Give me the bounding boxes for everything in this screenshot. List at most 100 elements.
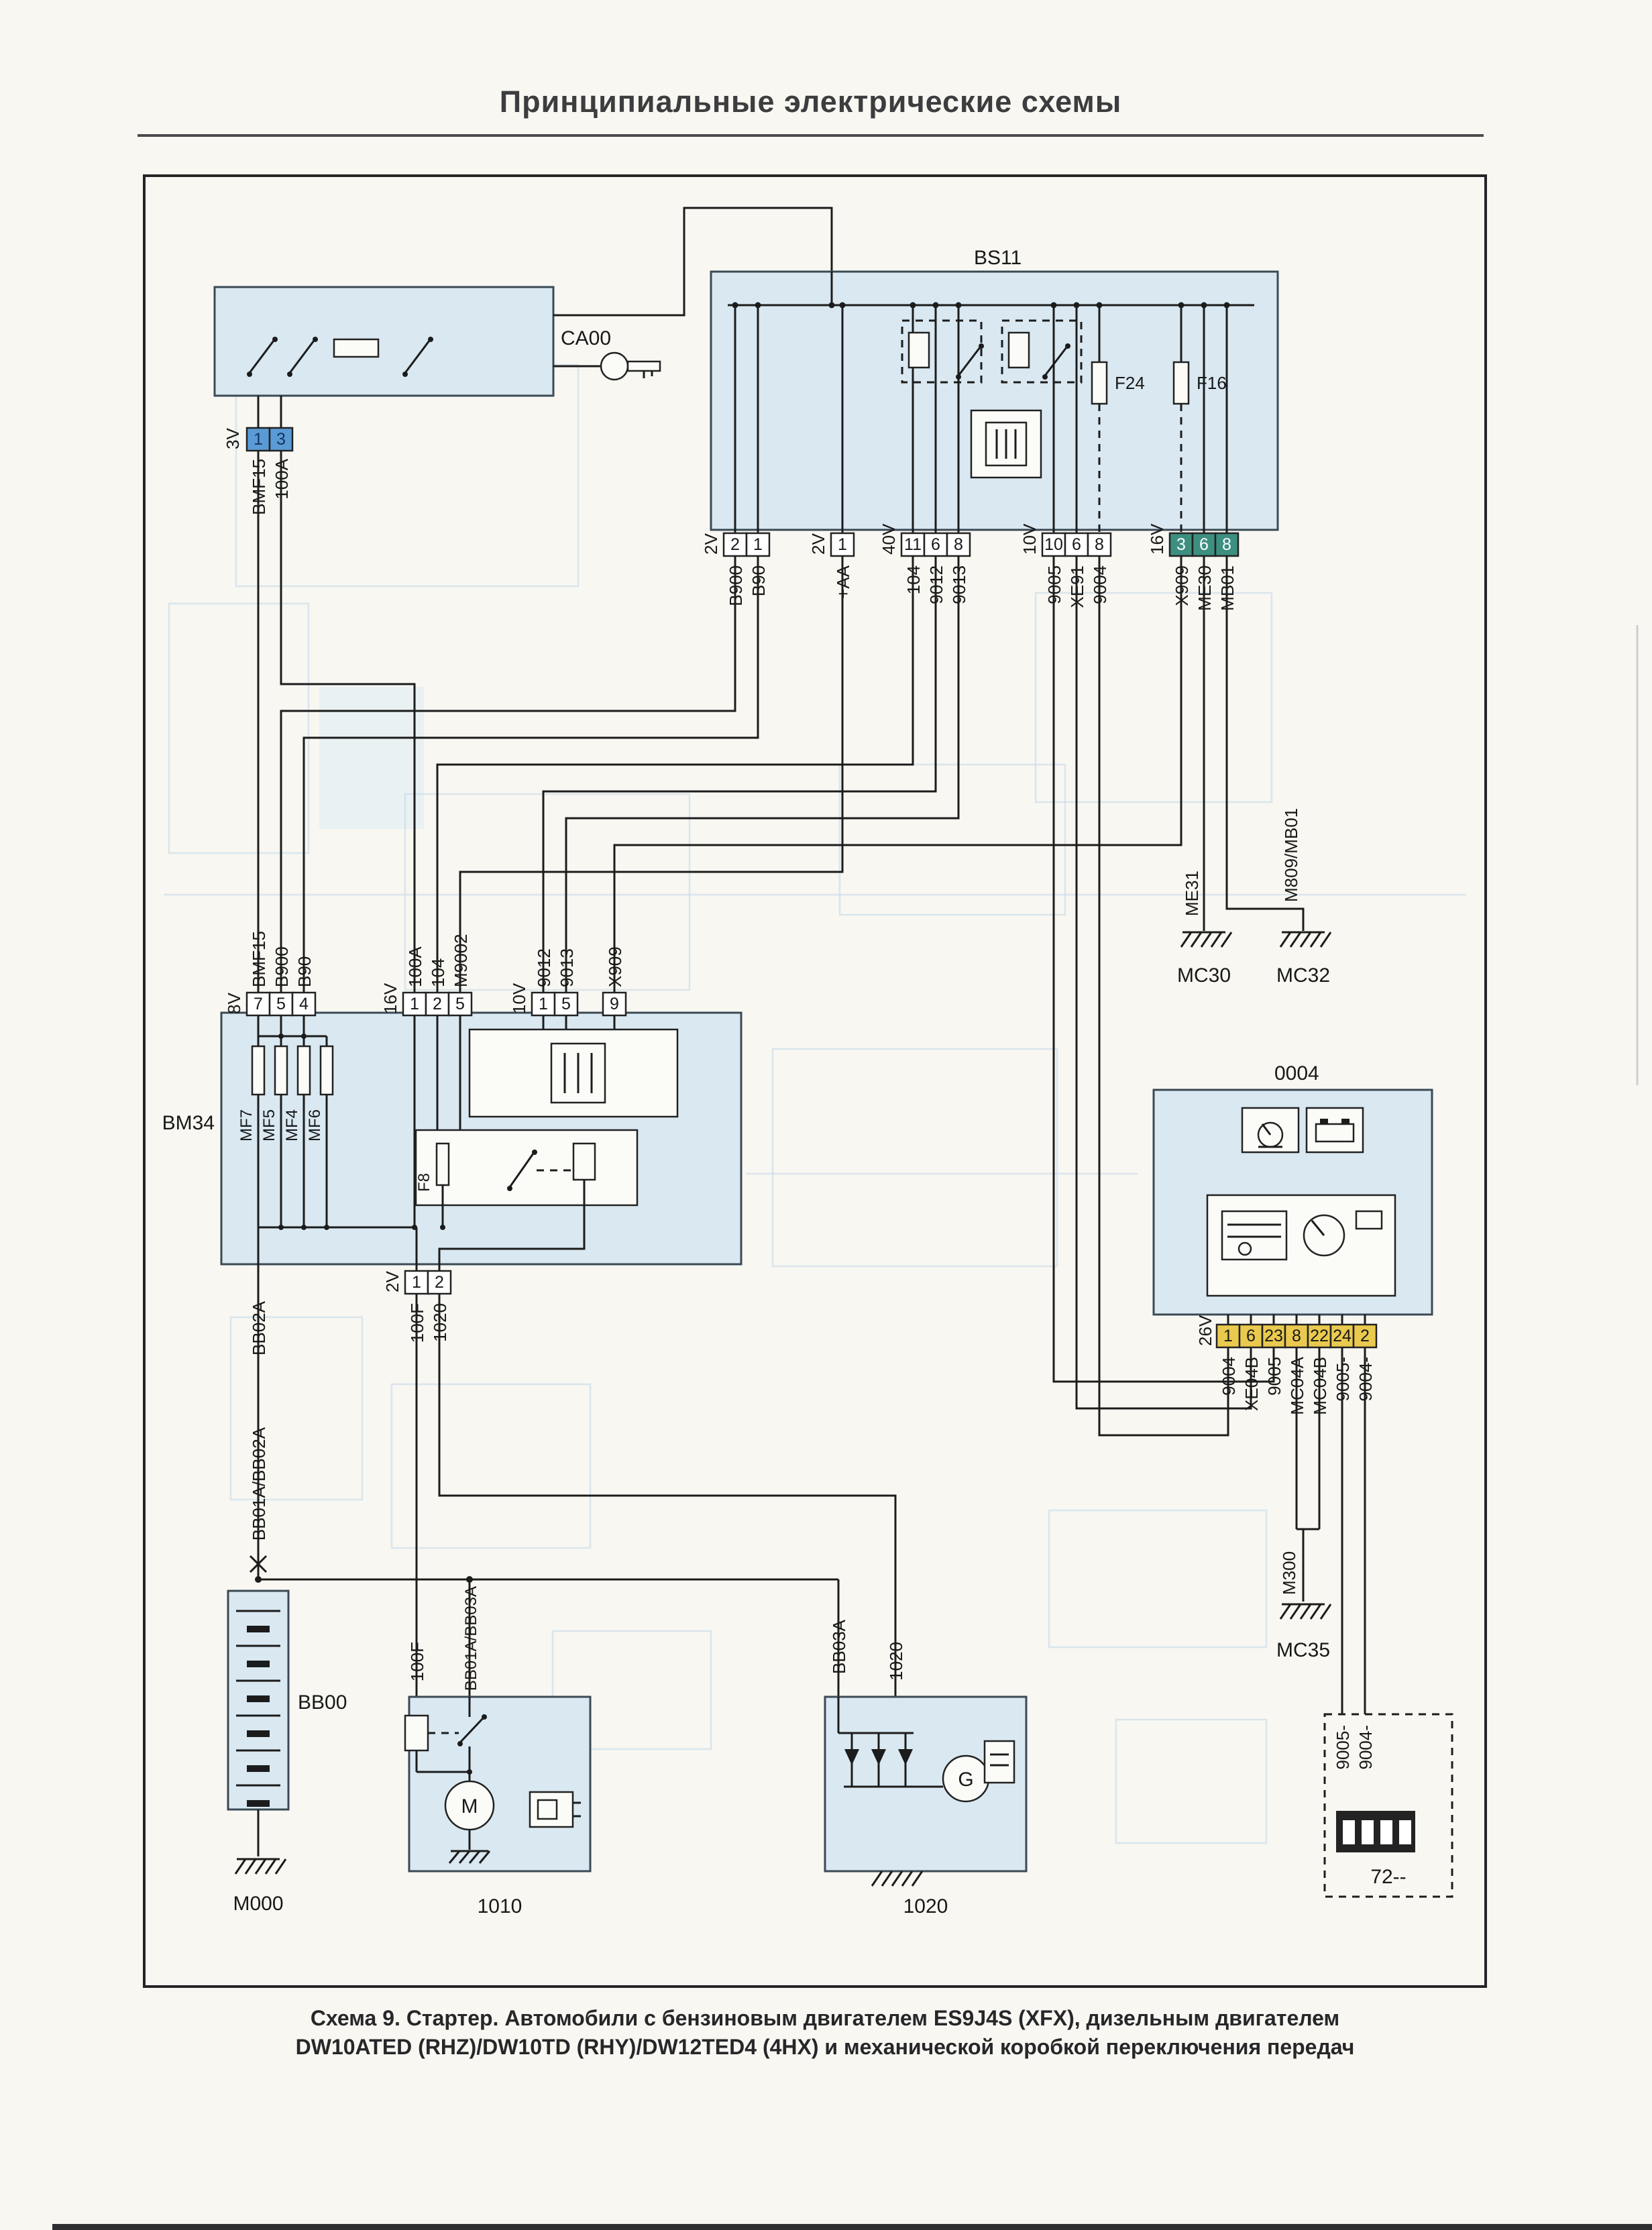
connector-10vb-label: 10V [509,983,529,1014]
starter-label: 1010 [478,1895,522,1917]
wire-label-100f-b: 100F [407,1642,427,1681]
connector-2vc-label: 2V [382,1271,402,1292]
bm34-relay-f8: F8 [415,1129,639,1271]
pin-bs11-6a: 6 [931,535,940,554]
pin-bm34b-2: 2 [435,1273,444,1292]
mf4-label: MF4 [283,1109,301,1141]
m000-label: M000 [233,1893,283,1915]
pin-bm34-7: 7 [254,995,263,1013]
bm34-unit: BM34 8V 7 5 4 16V 1 2 5 10V 1 5 9 BMF15 … [162,931,742,1579]
wire-label-x909-b: X909 [605,946,625,987]
pin-cl-1: 1 [1223,1327,1233,1345]
bs11-relay-1 [901,319,984,384]
pin-bm34-4: 4 [299,995,309,1013]
wire-label-b90-b: B90 [294,956,315,987]
f16-label: F16 [1197,373,1227,393]
connector-16vb-label: 16V [380,983,400,1014]
wire-label-me31: ME31 [1182,871,1202,916]
figure-caption: Схема 9. Стартер. Автомобили с бензиновы… [74,2004,1576,2062]
ca00-ignition-switch: CA00 [213,207,833,428]
diagram-frame [143,174,1487,1988]
mc32-label: MC32 [1276,964,1330,987]
wire-label-9004-c: 9004 [1219,1357,1239,1396]
pin-bs11-11: 11 [904,535,922,554]
pin-cl-2: 2 [1360,1327,1370,1345]
pin-cl-6: 6 [1246,1327,1256,1345]
connector-16v-label: 16V [1147,523,1167,555]
pin-bm34-5b: 5 [561,995,571,1013]
bs11-label: BS11 [974,247,1022,269]
wire-label-m9002: M9002 [451,934,471,988]
ground-mc30: MC30 ME31 [1177,871,1233,987]
connector-2v-label: 2V [701,533,721,555]
pin-bs11-2: 2 [730,535,740,554]
pin-bs11-1: 1 [753,535,763,554]
pin-bs11-3: 3 [1176,535,1186,554]
wire-label-bb02a: BB02A [249,1300,269,1355]
bs11-contact-module [970,409,1042,479]
pin-bs11-8b: 8 [1095,535,1104,554]
ground-mc35: M300 MC35 [1276,1347,1332,1661]
mf6-label: MF6 [306,1109,324,1141]
pin-bs11-6c: 6 [1199,535,1209,554]
pin-bm34b-1: 1 [412,1273,421,1292]
connector-40v-label: 40V [879,523,899,555]
wire-label-9012-b: 9012 [534,948,554,987]
wire-label-xe04b: XE04B [1242,1357,1262,1411]
wire-label-bb01a-bb02a: BB01A/BB02A [249,1427,269,1541]
wire-label-100a-b: 100A [405,946,425,987]
pin-cl-23: 23 [1264,1327,1283,1345]
pin-bm34-5a: 5 [455,995,465,1013]
pin-cl-8: 8 [1292,1327,1301,1345]
pin-3v-1: 1 [254,430,263,449]
bm34-label: BM34 [162,1112,215,1134]
mf5-label: MF5 [260,1109,278,1141]
caption-line-2: DW10ATED (RHZ)/DW10TD (RHY)/DW12TED4 (4H… [295,2035,1355,2059]
ignition-key-icon [600,351,629,381]
pin-bs11-8c: 8 [1222,535,1231,554]
wire-label-m809-mb01: M809/MB01 [1281,808,1301,902]
pin-bm34-9: 9 [610,995,619,1013]
ca00-label: CA00 [561,327,611,349]
alternator-label: 1020 [903,1895,948,1917]
fuse-f16: F16 [1172,361,1227,533]
wire-label-bmf15-b: BMF15 [249,931,269,987]
bs11-relay-2 [1001,319,1083,384]
pin-bs11-6b: 6 [1072,535,1081,554]
wire-label-1020-b: 1020 [886,1642,906,1681]
cluster-label: 0004 [1274,1062,1319,1084]
pin-3v-3: 3 [276,430,286,449]
ground-mc32: MC32 M809/MB01 [1276,808,1332,987]
mf7-label: MF7 [237,1109,256,1141]
starter-1010: 100F M 1010 [404,1294,592,1917]
connector-8v-label: 8V [224,993,244,1014]
alternator-1020: 1020 G 1020 [438,1294,1028,1917]
wire-label-9005-c: 9005 [1264,1357,1284,1396]
motor-m-label: M [461,1795,478,1818]
scan-bottom-artifact [52,2224,1652,2230]
harness-routing [257,451,1305,1437]
pin-bm34-2a: 2 [433,995,442,1013]
mc30-label: MC30 [1177,964,1231,987]
wire-label-b900-b: B900 [272,946,292,987]
pin-bm34-1b: 1 [539,995,548,1013]
connector-10v-label: 10V [1020,523,1040,555]
caption-line-1: Схема 9. Стартер. Автомобили с бензиновы… [310,2006,1340,2030]
bm34-bottom-connector: 2V 1 2 100F 1020 BB02A [249,1270,452,1355]
wire-label-9013-b: 9013 [557,948,577,987]
wire-label-104-b: 104 [428,958,448,987]
bs11-connectors: 2V 2 1 2V 1 40V 11 6 8 10V 10 6 8 16V [701,523,1240,611]
title-rule [137,134,1484,137]
wire-label-9005m-b: 9005- [1333,1725,1353,1770]
wire-label-9004m-b: 9004- [1356,1725,1376,1770]
pin-bs11-aa: 1 [838,535,847,554]
pin-bs11-10: 10 [1044,535,1063,554]
pin-cl-24: 24 [1333,1327,1352,1345]
pin-bm34-5: 5 [276,995,286,1013]
page-title: Принципиальные электрические схемы [499,85,1122,119]
f8-label: F8 [415,1173,433,1192]
pin-bs11-8a: 8 [954,535,963,554]
wire-label-bb03a: BB03A [829,1619,849,1674]
